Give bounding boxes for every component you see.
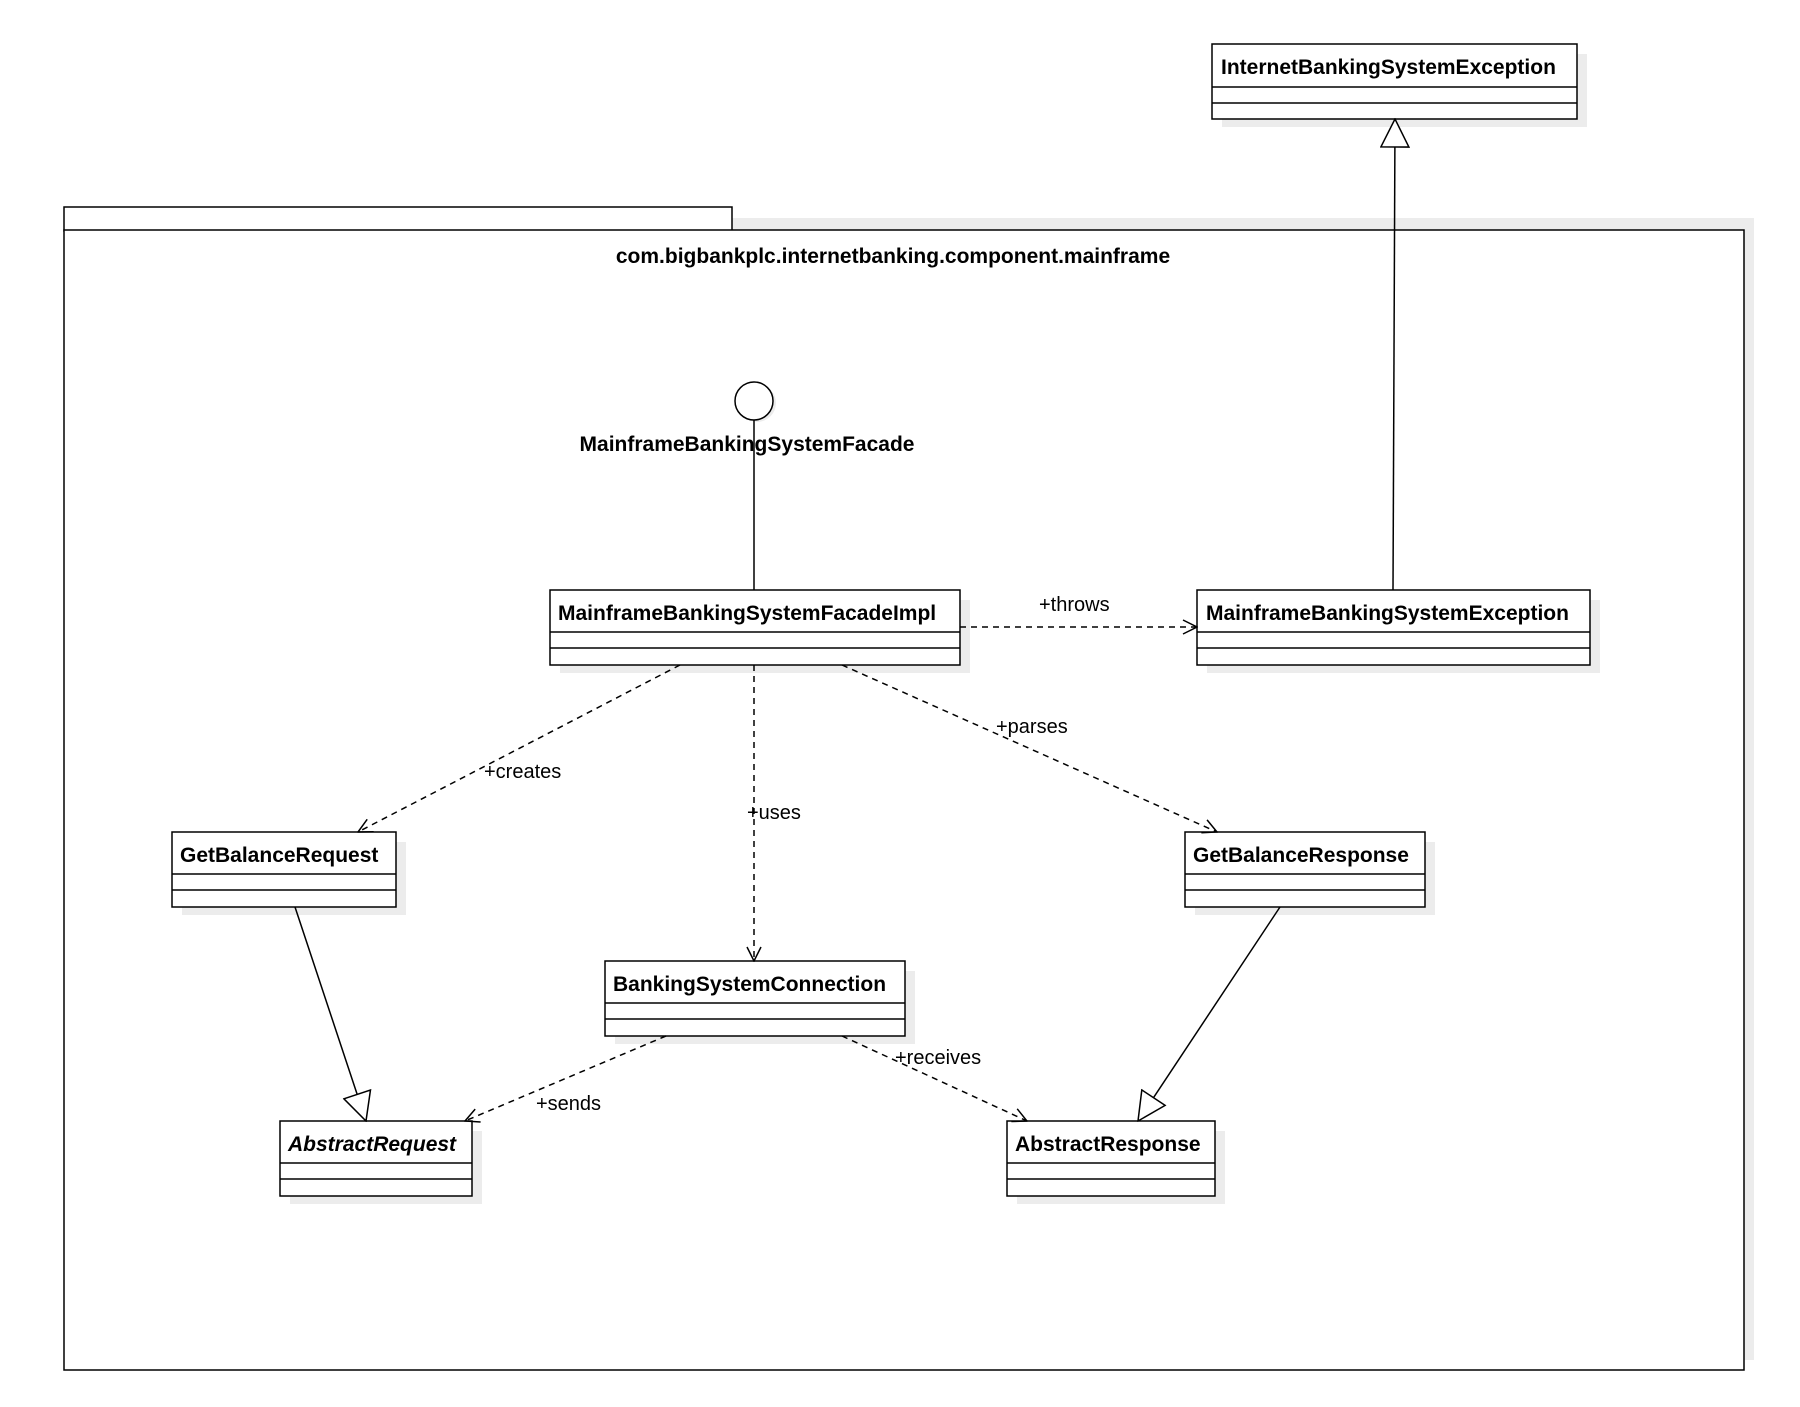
dependency-parses bbox=[841, 664, 1217, 832]
dependency-sends bbox=[465, 1035, 667, 1121]
label-creates: +creates bbox=[484, 761, 561, 783]
class-name: MainframeBankingSystemFacadeImpl bbox=[558, 602, 936, 625]
generalization-mainframe-to-internet-exception bbox=[1393, 119, 1395, 591]
interface-name: MainframeBankingSystemFacade bbox=[580, 433, 915, 456]
class-mainframe-banking-system-exception[interactable]: MainframeBankingSystemException bbox=[1196, 589, 1600, 673]
label-sends: +sends bbox=[536, 1093, 601, 1115]
class-get-balance-request[interactable]: GetBalanceRequest bbox=[171, 831, 406, 915]
class-name: BankingSystemConnection bbox=[613, 973, 886, 996]
label-uses: +uses bbox=[747, 802, 801, 824]
class-name: GetBalanceResponse bbox=[1193, 844, 1409, 867]
class-name: AbstractRequest bbox=[287, 1133, 457, 1156]
label-receives: +receives bbox=[895, 1047, 981, 1069]
package-name: com.bigbankplc.internetbanking.component… bbox=[616, 245, 1170, 268]
dependency-creates bbox=[358, 664, 681, 832]
interface-mainframe-banking-system-facade[interactable]: MainframeBankingSystemFacade bbox=[580, 381, 915, 590]
dependency-receives bbox=[841, 1035, 1027, 1121]
class-abstract-request[interactable]: AbstractRequest bbox=[279, 1120, 482, 1204]
class-get-balance-response[interactable]: GetBalanceResponse bbox=[1184, 831, 1435, 915]
label-parses: +parses bbox=[996, 716, 1068, 738]
class-mainframe-banking-system-facade-impl[interactable]: MainframeBankingSystemFacadeImpl bbox=[549, 589, 970, 673]
class-abstract-response[interactable]: AbstractResponse bbox=[1006, 1120, 1225, 1204]
class-name: InternetBankingSystemException bbox=[1221, 56, 1556, 79]
class-internet-banking-system-exception[interactable]: InternetBankingSystemException bbox=[1211, 43, 1587, 127]
generalization-response-to-abstract-response bbox=[1138, 906, 1281, 1121]
label-throws: +throws bbox=[1039, 594, 1110, 616]
class-banking-system-connection[interactable]: BankingSystemConnection bbox=[604, 960, 915, 1044]
class-name: AbstractResponse bbox=[1015, 1133, 1201, 1156]
generalization-request-to-abstract-request bbox=[294, 906, 366, 1121]
class-name: GetBalanceRequest bbox=[180, 844, 378, 867]
class-name: MainframeBankingSystemException bbox=[1206, 602, 1569, 625]
